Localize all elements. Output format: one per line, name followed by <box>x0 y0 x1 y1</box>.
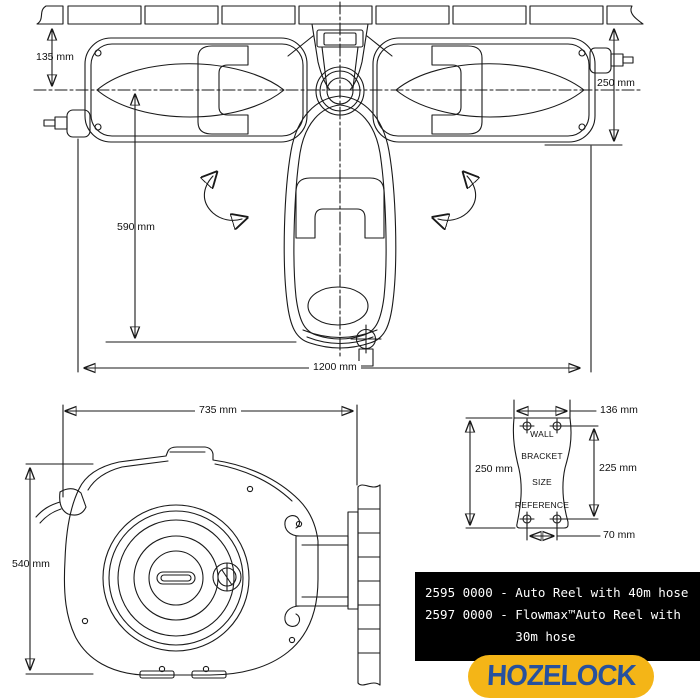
wall-bracket-reference-drawing <box>466 399 601 540</box>
dim-label-1200mm: 1200 mm <box>309 361 361 374</box>
hozelock-logo-text: HOZELOCK <box>485 660 637 692</box>
bracket-word-reference: REFERENCE <box>514 500 570 510</box>
swivel-arrow-right <box>438 176 476 220</box>
dim-label-540mm: 540 mm <box>12 558 50 570</box>
product-code-line-3: 30m hose <box>515 629 576 644</box>
dim-label-225mm: 225 mm <box>599 462 637 474</box>
dim-label-735mm: 735 mm <box>195 404 241 417</box>
dim-label-250mm-top: 250 mm <box>597 77 635 89</box>
hozelock-logo: HOZELOCK <box>468 655 654 698</box>
hozelock-hub-badge <box>156 571 196 585</box>
lock-knob <box>212 562 242 592</box>
dim-label-250mm-bracket: 250 mm <box>475 463 513 475</box>
top-view-dimension-lines <box>52 29 623 372</box>
dim-label-590mm: 590 mm <box>117 221 155 233</box>
product-code-line-2: 2597 0000 - Flowmax™Auto Reel with <box>425 607 681 622</box>
product-codes-box: 2595 0000 - Auto Reel with 40m hose 2597… <box>415 572 700 661</box>
top-view-drawing <box>33 1 641 367</box>
screw-hole-marks <box>519 418 565 527</box>
swivel-arrow-left <box>204 176 242 220</box>
dim-label-136mm: 136 mm <box>600 404 638 416</box>
bracket-word-wall: WALL <box>530 429 554 439</box>
product-code-line-1: 2595 0000 - Auto Reel with 40m hose <box>425 585 689 600</box>
bracket-word-bracket: BRACKET <box>521 451 563 461</box>
side-view-drawing <box>35 446 381 686</box>
dim-label-70mm: 70 mm <box>603 529 636 541</box>
bracket-word-size: SIZE <box>532 477 552 487</box>
dim-label-135mm: 135 mm <box>36 51 74 63</box>
wall-band-top-view <box>36 5 644 25</box>
